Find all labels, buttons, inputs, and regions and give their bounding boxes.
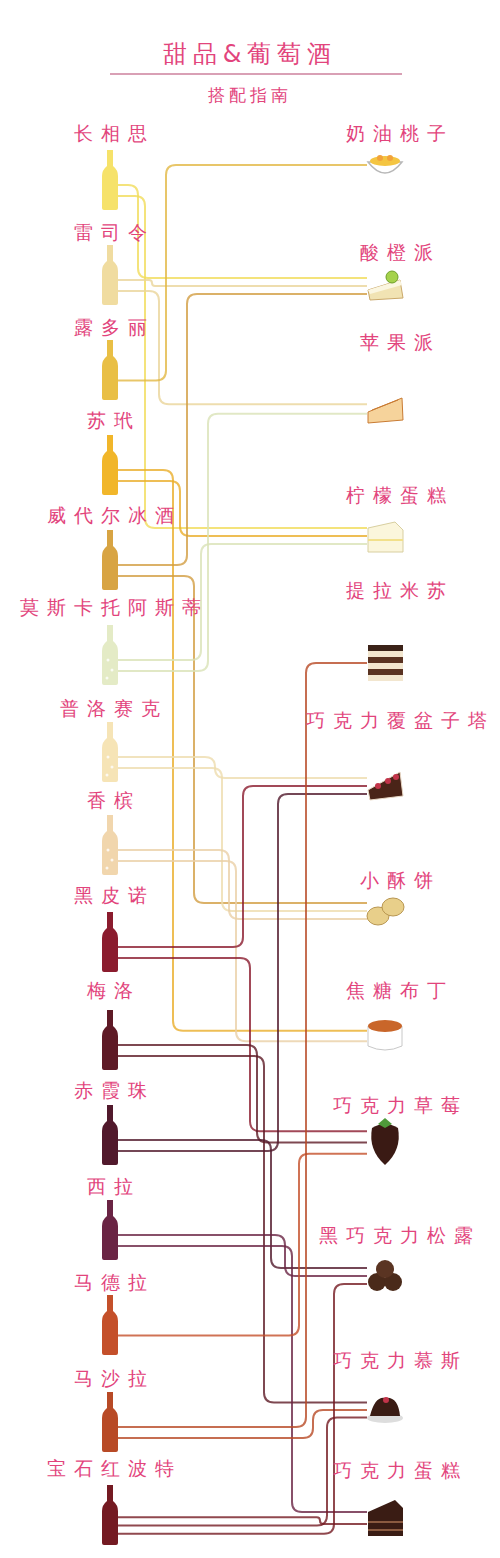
- wine-name: 西拉: [87, 1174, 141, 1198]
- dessert-name: 提拉米苏: [346, 578, 454, 602]
- wine-bottle: 雷司令: [102, 245, 118, 305]
- wine-name: 苏玳: [87, 408, 141, 432]
- pairing-line: [118, 794, 367, 1151]
- wine-bottle: 威代尔冰酒: [102, 530, 118, 590]
- wine-name: 雷司令: [74, 220, 155, 244]
- wine-bottle: 露多丽: [102, 340, 118, 400]
- dessert-name: 巧克力覆盆子塔: [306, 708, 495, 732]
- wine-name: 宝石红波特: [47, 1456, 182, 1480]
- wine-bottle: 西拉: [102, 1200, 118, 1260]
- wine-name: 莫斯卡托阿斯蒂: [20, 595, 209, 619]
- dessert-name: 柠檬蛋糕: [346, 483, 454, 507]
- wine-bottle: 黑皮诺: [102, 912, 118, 972]
- wine-bottles: [102, 150, 118, 1545]
- wine-bottle: 马德拉: [102, 1295, 118, 1355]
- pairing-line: [118, 414, 367, 671]
- wine-name: 威代尔冰酒: [47, 503, 182, 527]
- pairing-line: [118, 185, 367, 278]
- dessert-item: 酸橙派: [367, 270, 403, 302]
- chart-title: 甜品&葡萄酒: [0, 38, 500, 70]
- dessert-name: 巧克力蛋糕: [333, 1458, 468, 1482]
- wine-bottle: 香槟: [102, 815, 118, 875]
- dessert-name: 巧克力慕斯: [333, 1348, 468, 1372]
- dessert-item: 奶油桃子: [367, 150, 403, 180]
- pairing-line: [118, 196, 367, 528]
- wine-name: 马沙拉: [74, 1366, 155, 1390]
- dessert-item: 小酥饼: [367, 895, 403, 927]
- pairing-line: [118, 1045, 367, 1143]
- wine-bottle: 赤霞珠: [102, 1105, 118, 1165]
- pairing-line: [118, 291, 367, 404]
- wine-name: 梅洛: [87, 978, 141, 1002]
- dessert-item: 黑巧克力松露: [367, 1260, 403, 1292]
- pairing-line: [118, 280, 367, 286]
- dessert-item: 苹果派: [367, 395, 403, 423]
- wine-bottle: 宝石红波特: [102, 1485, 118, 1545]
- wine-name: 露多丽: [74, 315, 155, 339]
- dessert-name: 小酥饼: [360, 868, 441, 892]
- wine-name: 赤霞珠: [74, 1078, 155, 1102]
- pairing-line: [118, 470, 367, 1031]
- pairing-line: [118, 1410, 367, 1438]
- title-rule: [110, 73, 402, 75]
- subtitle: 搭配指南: [0, 84, 500, 107]
- dessert-name: 奶油桃子: [346, 121, 454, 145]
- wine-bottle: 莫斯卡托阿斯蒂: [102, 625, 118, 685]
- wine-bottle: 马沙拉: [102, 1392, 118, 1452]
- dessert-name: 苹果派: [360, 330, 441, 354]
- dessert-item: 提拉米苏: [367, 645, 403, 681]
- wine-name: 长相思: [74, 121, 155, 145]
- wine-bottle: 梅洛: [102, 1010, 118, 1070]
- dessert-name: 酸橙派: [360, 240, 441, 264]
- pairing-line: [118, 165, 367, 381]
- wine-bottle: 长相思: [102, 150, 118, 210]
- dessert-name: 焦糖布丁: [346, 978, 454, 1002]
- wine-name: 普洛赛克: [60, 696, 168, 720]
- dessert-item: 巧克力蛋糕: [367, 1500, 403, 1536]
- wine-bottle: 苏玳: [102, 435, 118, 495]
- pairing-line: [118, 1284, 367, 1534]
- pairing-line: [118, 1517, 367, 1524]
- dessert-item: 焦糖布丁: [367, 1020, 403, 1052]
- wine-name: 香槟: [87, 788, 141, 812]
- pairing-line: [118, 663, 367, 1427]
- pairing-line: [118, 1140, 367, 1268]
- dessert-item: 巧克力覆盆子塔: [367, 770, 403, 802]
- dessert-item: 巧克力草莓: [367, 1120, 403, 1165]
- dessert-item: 柠檬蛋糕: [367, 520, 403, 552]
- dessert-icons: [367, 155, 404, 1536]
- wine-name: 马德拉: [74, 1270, 155, 1294]
- pairing-line: [118, 786, 367, 947]
- wine-bottle: 普洛赛克: [102, 722, 118, 782]
- dessert-name: 巧克力草莓: [333, 1093, 468, 1117]
- dessert-item: 巧克力慕斯: [367, 1395, 403, 1425]
- wine-name: 黑皮诺: [74, 883, 155, 907]
- dessert-name: 黑巧克力松露: [319, 1223, 481, 1247]
